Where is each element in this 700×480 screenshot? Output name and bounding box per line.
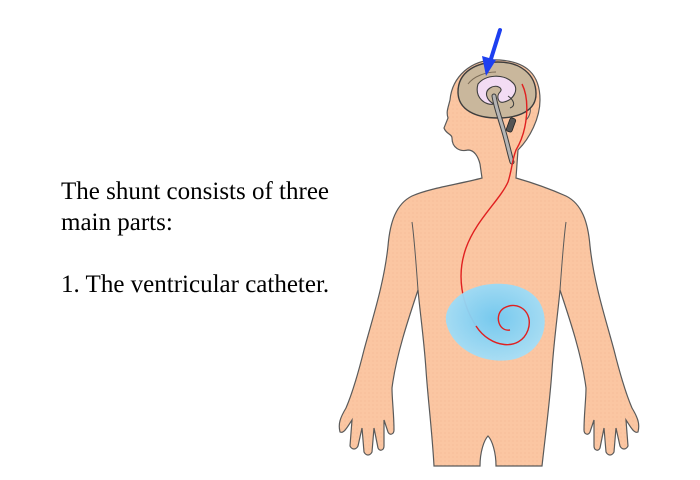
brain-icon (457, 61, 537, 119)
valve-icon (505, 117, 517, 133)
abdomen-catheter-icon (445, 283, 545, 361)
intro-line-1: The shunt consists of three (61, 178, 330, 205)
human-body-icon (338, 59, 640, 467)
intro-line-2: main parts: (61, 209, 173, 236)
shunt-tube-icon (491, 93, 515, 165)
pointer-arrow-icon (482, 28, 502, 76)
list-item-ventricular-catheter: 1. The ventricular catheter. (61, 271, 330, 298)
slide-text: The shunt consists of three main parts: … (61, 176, 381, 300)
